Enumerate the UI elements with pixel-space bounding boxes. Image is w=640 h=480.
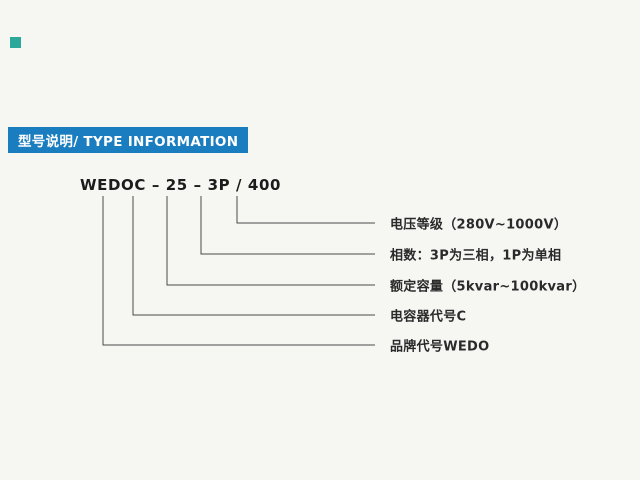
connector-phase [200,196,375,255]
section-banner: 型号说明/ TYPE INFORMATION [8,127,249,153]
legend-capacity-label: 额定容量（5kvar~100kvar） [390,279,586,295]
legend-voltage-label: 电压等级（280V~1000V） [390,217,568,233]
model-code: WEDOC – 25 – 3P / 400 [80,176,282,194]
connector-voltage [236,196,375,224]
connector-capacitor-code [132,196,375,316]
legend-capacitor-code-label: 电容器代号C [390,309,467,325]
connector-capacity [166,196,375,286]
legend-brand-code-label: 品牌代号WEDO [390,339,490,355]
connector-brand-code [102,196,375,346]
corner-accent-square [10,37,21,48]
legend-phase-label: 相数：3P为三相，1P为单相 [390,248,562,264]
section-banner-title: 型号说明/ TYPE INFORMATION [18,134,239,150]
